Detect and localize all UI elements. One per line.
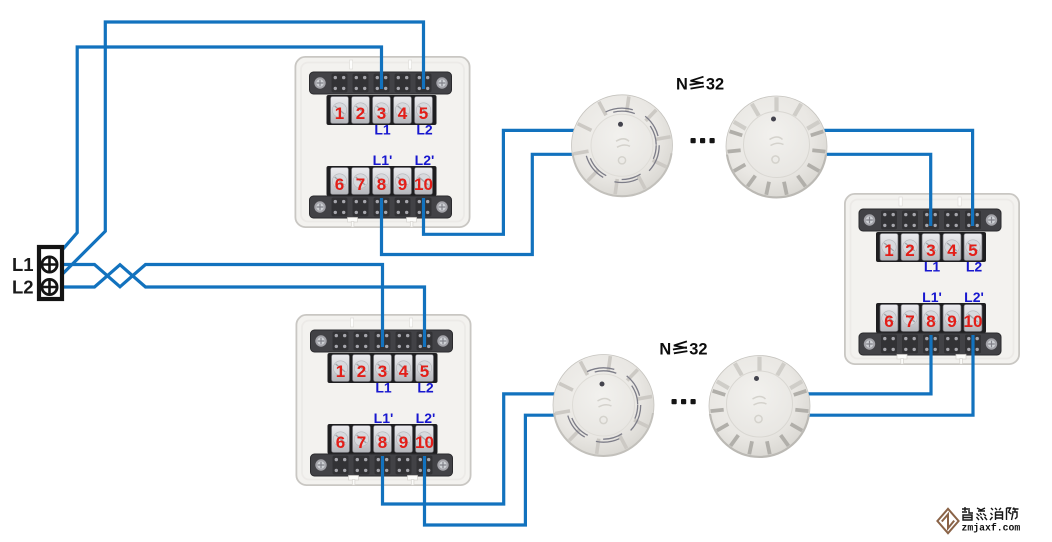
svg-text:L2: L2 [12, 277, 34, 298]
svg-text:L1: L1 [12, 254, 34, 275]
svg-text:32: 32 [706, 76, 724, 94]
svg-text:N: N [659, 340, 671, 358]
svg-text:N: N [676, 76, 688, 94]
svg-text:32: 32 [689, 340, 707, 358]
svg-text:zmjaxf.com: zmjaxf.com [962, 523, 1021, 534]
